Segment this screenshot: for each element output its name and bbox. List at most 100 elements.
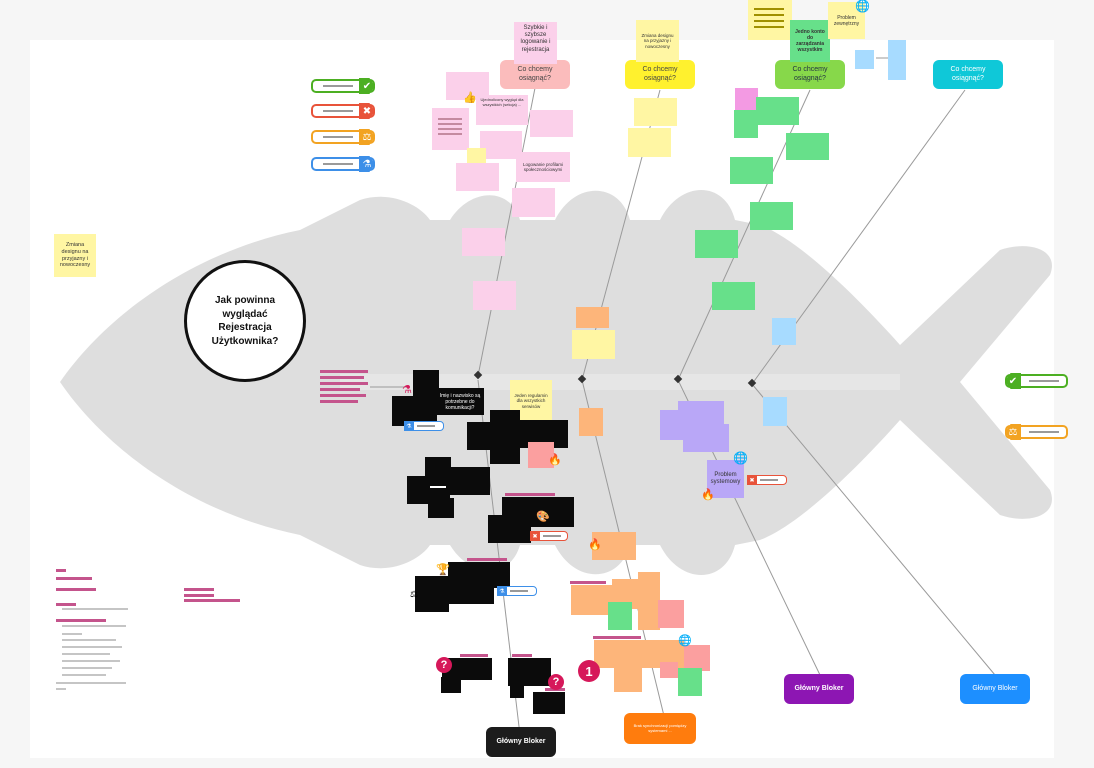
cross-tag[interactable]: ✖ (530, 531, 568, 541)
flask-icon: ⚗ (359, 156, 375, 172)
sticky-pink[interactable] (473, 281, 516, 310)
sticky-black-center[interactable]: Imię i nazwisko są potrzebne do komunika… (436, 388, 484, 415)
connector-pink-goal (477, 87, 536, 377)
sticky-pink[interactable] (512, 188, 555, 217)
sticky-salmon[interactable] (684, 645, 710, 671)
central-question-text: Jak powinna wyglądać Rejestracja Użytkow… (211, 295, 279, 347)
goal-cyan[interactable]: Co chcemy osiągnąć? (933, 60, 1003, 89)
sticky-yellow-problem[interactable]: Problem zewnętrzny (828, 2, 865, 39)
sticky-orange[interactable] (571, 585, 614, 615)
redacted-block (442, 658, 492, 680)
redacted-list-line (505, 493, 555, 496)
sticky-green[interactable] (786, 133, 829, 160)
redacted-list-line (570, 581, 606, 584)
redacted-list-line (56, 569, 66, 572)
sticky-magenta[interactable] (735, 88, 758, 110)
blocker-blue[interactable]: Główny Bloker (960, 674, 1030, 704)
note-line (56, 682, 126, 684)
redacted-list-line (184, 588, 214, 591)
sticky-blue-tall[interactable] (888, 40, 906, 80)
tag-bar (417, 425, 435, 427)
note-line (754, 26, 784, 28)
flask-tag[interactable]: ⚗ (404, 421, 444, 431)
note-line (62, 625, 126, 627)
question-badge[interactable]: ? (436, 657, 452, 673)
legend-cross-tag[interactable]: ✖ (311, 103, 375, 119)
sticky-orange[interactable] (638, 572, 660, 630)
redacted-list-line (320, 370, 368, 373)
sticky-yellow[interactable] (572, 330, 615, 359)
legend-flask-tag[interactable]: ⚗ (311, 156, 375, 172)
sticky-pink-thumb[interactable]: Ujednolicony wygląd dla wszystkich (sekc… (476, 95, 528, 125)
legend-scale-tag[interactable]: ⚖ (311, 129, 375, 145)
legend-check-tag-right[interactable]: ✔ (1005, 373, 1068, 389)
sticky-green[interactable] (750, 202, 793, 230)
sticky-orange[interactable] (592, 532, 636, 560)
sticky-text: Jeden regulamin dla wszystkich serwisów (514, 392, 548, 409)
central-question[interactable]: Jak powinna wyglądać Rejestracja Użytkow… (184, 260, 306, 382)
fire-icon: 🔥 (588, 539, 602, 551)
scale-icon: ⚖ (1005, 424, 1021, 440)
sticky-blue-small[interactable] (855, 50, 874, 69)
sticky-purple[interactable] (683, 424, 729, 452)
sticky-salmon[interactable] (658, 600, 684, 628)
blocker-purple[interactable]: Główny Bloker (784, 674, 854, 704)
sticky-pink-profile[interactable]: Logowanie profilami społecznościowymi (516, 152, 570, 182)
redacted-list-line (460, 654, 488, 657)
sticky-pink[interactable] (480, 131, 522, 159)
number-badge-label: 1 (585, 663, 593, 679)
cross-icon: ✖ (530, 531, 540, 541)
sticky-text: Imię i nazwisko są potrzebne do komunika… (439, 392, 481, 411)
redacted-block (467, 422, 491, 450)
sticky-blue[interactable] (763, 397, 787, 426)
number-badge[interactable]: 1 (578, 660, 600, 682)
flask-tag[interactable]: ⚗ (497, 586, 537, 596)
sticky-orange[interactable] (576, 307, 609, 328)
sticky-blue[interactable] (772, 318, 796, 345)
sticky-orange[interactable] (579, 408, 603, 436)
sticky-pink[interactable] (462, 228, 505, 256)
sticky-green[interactable] (730, 157, 773, 184)
legend-scale-tag-right[interactable]: ⚖ (1005, 424, 1068, 440)
sticky-salmon[interactable] (528, 442, 554, 468)
sticky-salmon[interactable] (660, 662, 678, 678)
legend-bar (323, 136, 353, 138)
question-badge-label: ? (552, 676, 560, 688)
goal-pink[interactable]: Co chcemy osiągnąć? (500, 60, 570, 89)
sticky-green[interactable] (678, 668, 702, 696)
redacted-block (508, 658, 551, 686)
question-badge-label: ? (440, 659, 448, 671)
redacted-block (413, 370, 439, 396)
sticky-green[interactable] (756, 97, 799, 125)
sticky-yellow-top[interactable]: Zmiana designu na przyjazny i nowoczesny (636, 20, 679, 62)
sticky-pink[interactable] (530, 110, 573, 137)
note-line (430, 486, 446, 488)
sticky-yellow-left[interactable]: Zmiana designu na przyjazny i nowoczesny (54, 234, 96, 277)
flask-icon: ⚗ (402, 384, 412, 396)
sticky-pink-top[interactable]: Szybkie i szybsze logowanie i rejestracj… (514, 22, 557, 64)
question-badge[interactable]: ? (548, 674, 564, 690)
cross-tag[interactable]: ✖ (747, 475, 787, 485)
redacted-list-line (320, 388, 360, 391)
sticky-pink[interactable] (456, 163, 499, 191)
sticky-green[interactable] (734, 110, 758, 138)
sticky-green[interactable] (608, 602, 632, 630)
sticky-green-top[interactable]: Jedno konto do zarządzania wszystkim (790, 20, 830, 62)
goal-green[interactable]: Co chcemy osiągnąć? (775, 60, 845, 89)
sticky-orange-bottom[interactable]: Brak synchronizacji pomiędzy systemami .… (624, 713, 696, 744)
sticky-green[interactable] (712, 282, 755, 310)
sticky-yellow[interactable] (628, 128, 671, 157)
sticky-yellow[interactable] (634, 98, 677, 126)
sticky-green[interactable] (695, 230, 738, 258)
goal-yellow[interactable]: Co chcemy osiągnąć? (625, 60, 695, 89)
cross-icon: ✖ (747, 475, 757, 485)
sticky-text: Jedno konto do zarządzania wszystkim (795, 29, 825, 53)
note-line (438, 118, 462, 120)
scale-icon: ⚖ (359, 129, 375, 145)
note-line (62, 653, 110, 655)
sticky-purple-problem[interactable]: Problem systemowy (707, 460, 744, 498)
legend-check-tag[interactable]: ✔ (311, 78, 375, 94)
redacted-block (510, 686, 524, 698)
blocker-black[interactable]: Główny Bloker (486, 727, 556, 757)
sticky-orange[interactable] (614, 664, 642, 692)
